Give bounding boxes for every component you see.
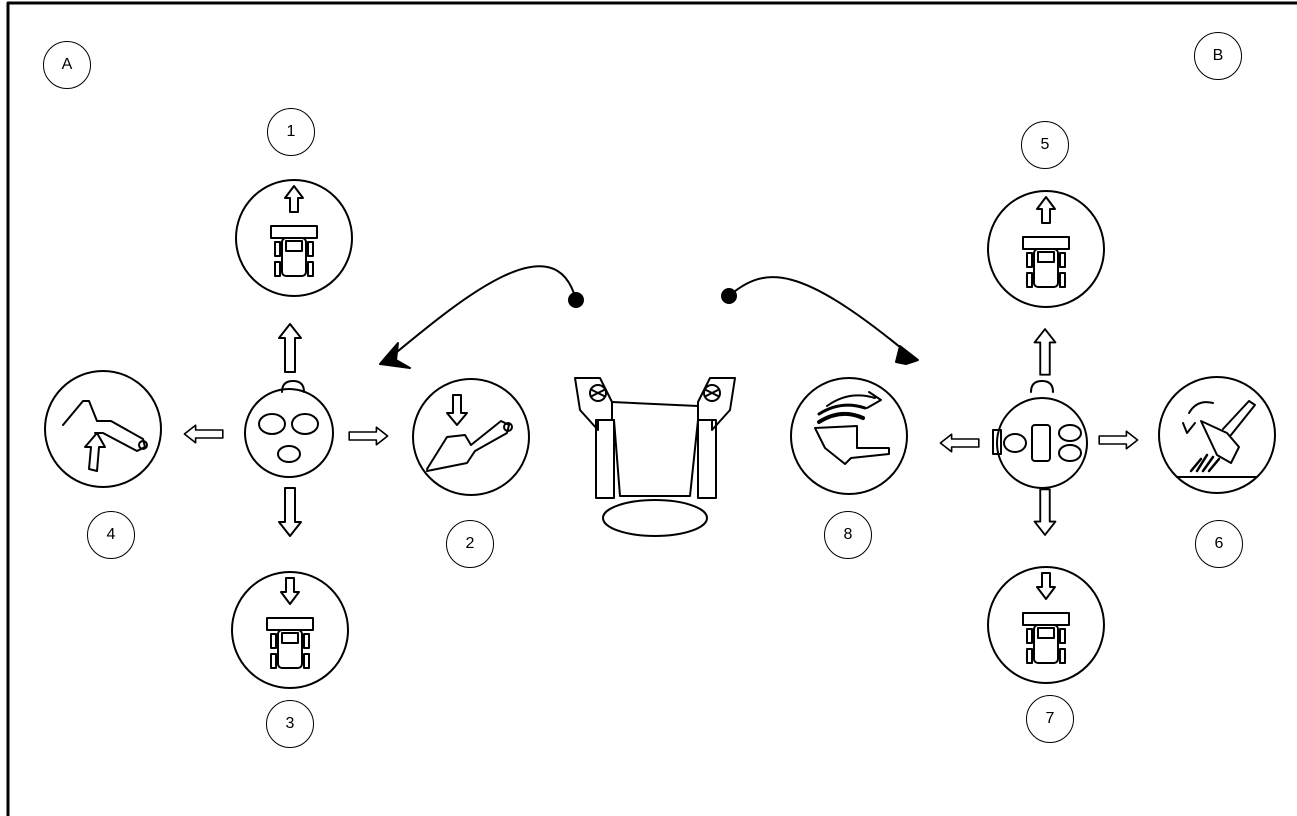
bucket-curl-icon <box>790 377 908 495</box>
boom-curl-icon <box>44 370 162 488</box>
left-up-arrow <box>278 323 302 373</box>
boom-lower-icon <box>987 566 1105 684</box>
function-label-1: 1 <box>267 108 315 156</box>
function-label-7: 7 <box>1026 695 1074 743</box>
boom-lower-icon <box>231 571 349 689</box>
function-label-4: 4 <box>87 511 135 559</box>
diagram-frame <box>6 1 1297 816</box>
function-label-5: 5 <box>1021 121 1069 169</box>
right-down-arrow <box>1033 488 1057 536</box>
right-up-arrow <box>1033 328 1057 376</box>
left-right-arrow <box>348 426 389 446</box>
function-label-8: 8 <box>824 511 872 559</box>
left-left-arrow <box>183 424 224 444</box>
left-joystick <box>244 380 334 478</box>
function-label-3: 3 <box>266 700 314 748</box>
right-left-arrow <box>939 433 980 453</box>
side-label-right: B <box>1194 32 1242 80</box>
boom-lower-tilt-icon <box>412 378 530 496</box>
side-label-left: A <box>43 41 91 89</box>
function-label-6: 6 <box>1195 520 1243 568</box>
right-joystick <box>992 380 1088 489</box>
boom-raise-icon <box>235 179 353 297</box>
function-label-2: 2 <box>446 520 494 568</box>
pointer-lines <box>379 265 919 369</box>
boom-raise-icon <box>987 190 1105 308</box>
left-down-arrow <box>278 487 302 537</box>
machine-top-view <box>574 377 736 537</box>
right-right-arrow <box>1098 430 1139 450</box>
bucket-dump-icon <box>1158 376 1276 494</box>
